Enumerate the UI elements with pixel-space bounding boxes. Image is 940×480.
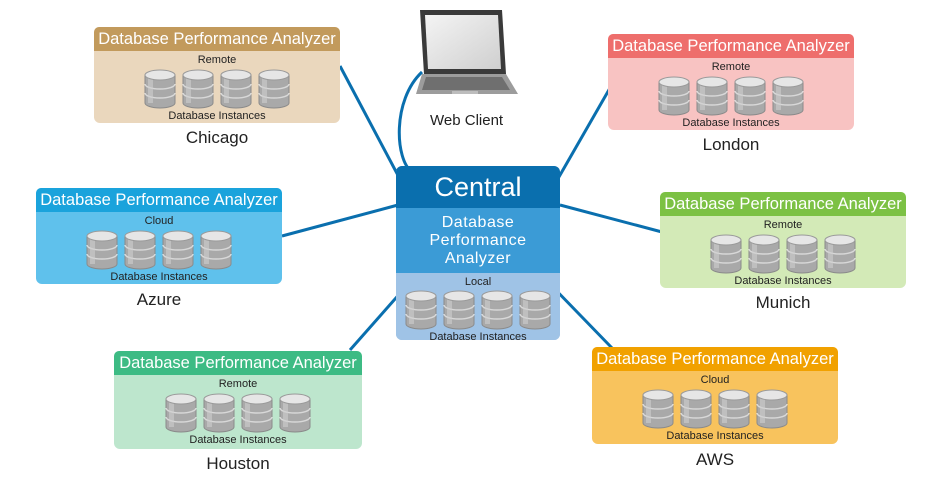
database-icon [786, 234, 818, 274]
node-instances-label: Database Instances [168, 110, 266, 122]
database-icon [144, 69, 176, 109]
node-db-row [36, 230, 282, 270]
laptop-icon [416, 10, 518, 94]
database-icon [481, 290, 513, 330]
database-icon [443, 290, 475, 330]
node-azure: Database Performance Analyzer Cloud Data… [36, 188, 282, 284]
location-munich: Munich [755, 293, 811, 312]
location-chicago: Chicago [185, 128, 249, 147]
node-sublabel: Remote [197, 54, 237, 66]
database-icon [772, 76, 804, 116]
node-title: Database Performance Analyzer [608, 34, 854, 58]
node-munich: Database Performance Analyzer Remote Dat… [660, 192, 906, 288]
location-azure: Azure [136, 290, 182, 309]
node-title: Database Performance Analyzer [660, 192, 906, 216]
database-icon [519, 290, 551, 330]
database-icon [162, 230, 194, 270]
database-icon [824, 234, 856, 274]
database-icon [165, 393, 197, 433]
node-london: Database Performance Analyzer Remote Dat… [608, 34, 854, 130]
central-server: Central Database Performance Analyzer Lo… [396, 166, 560, 340]
database-icon [241, 393, 273, 433]
node-instances-label: Database Instances [682, 117, 780, 129]
node-sublabel: Remote [218, 378, 258, 390]
location-houston: Houston [206, 454, 270, 473]
node-db-row [608, 76, 854, 116]
central-name-line: Database [441, 214, 515, 231]
database-icon [182, 69, 214, 109]
node-db-row [94, 69, 340, 109]
central-title: Central [396, 166, 560, 208]
database-icon [658, 76, 690, 116]
web-client-label: Web Client [430, 112, 504, 129]
database-icon [680, 389, 712, 429]
node-title: Database Performance Analyzer [114, 351, 362, 375]
node-instances-label: Database Instances [110, 271, 208, 283]
connector-azure [281, 203, 399, 238]
node-instances-label: Database Instances [666, 430, 764, 442]
database-icon [710, 234, 742, 274]
node-chicago: Database Performance Analyzer Remote Dat… [94, 27, 340, 123]
node-houston: Database Performance Analyzer Remote Dat… [114, 351, 362, 449]
location-london: London [702, 135, 760, 154]
database-icon [258, 69, 290, 109]
node-db-row [660, 234, 906, 274]
database-icon [696, 76, 728, 116]
node-title: Database Performance Analyzer [94, 27, 340, 51]
location-aws: AWS [695, 450, 735, 469]
node-sublabel: Cloud [144, 215, 174, 227]
database-icon [86, 230, 118, 270]
central-sublabel: Local [464, 276, 492, 288]
database-icon [200, 230, 232, 270]
central-db-row [396, 290, 560, 330]
node-sublabel: Cloud [700, 374, 730, 386]
central-name-line: Analyzer [444, 250, 512, 267]
database-icon [748, 234, 780, 274]
database-icon [734, 76, 766, 116]
node-instances-label: Database Instances [189, 434, 287, 446]
node-aws: Database Performance Analyzer Cloud Data… [592, 347, 838, 444]
database-icon [405, 290, 437, 330]
database-icon [220, 69, 252, 109]
central-name: Database Performance Analyzer [396, 208, 560, 273]
database-icon [279, 393, 311, 433]
node-sublabel: Remote [763, 219, 803, 231]
database-icon [756, 389, 788, 429]
connector-munich [559, 203, 663, 234]
node-sublabel: Remote [711, 61, 751, 73]
node-db-row [114, 393, 362, 433]
node-title: Database Performance Analyzer [36, 188, 282, 212]
central-name-line: Performance [429, 232, 527, 249]
node-db-row [592, 389, 838, 429]
database-icon [124, 230, 156, 270]
node-instances-label: Database Instances [734, 275, 832, 287]
database-icon [718, 389, 750, 429]
central-instances-label: Database Instances [429, 331, 527, 340]
database-icon [642, 389, 674, 429]
node-title: Database Performance Analyzer [592, 347, 838, 371]
database-icon [203, 393, 235, 433]
